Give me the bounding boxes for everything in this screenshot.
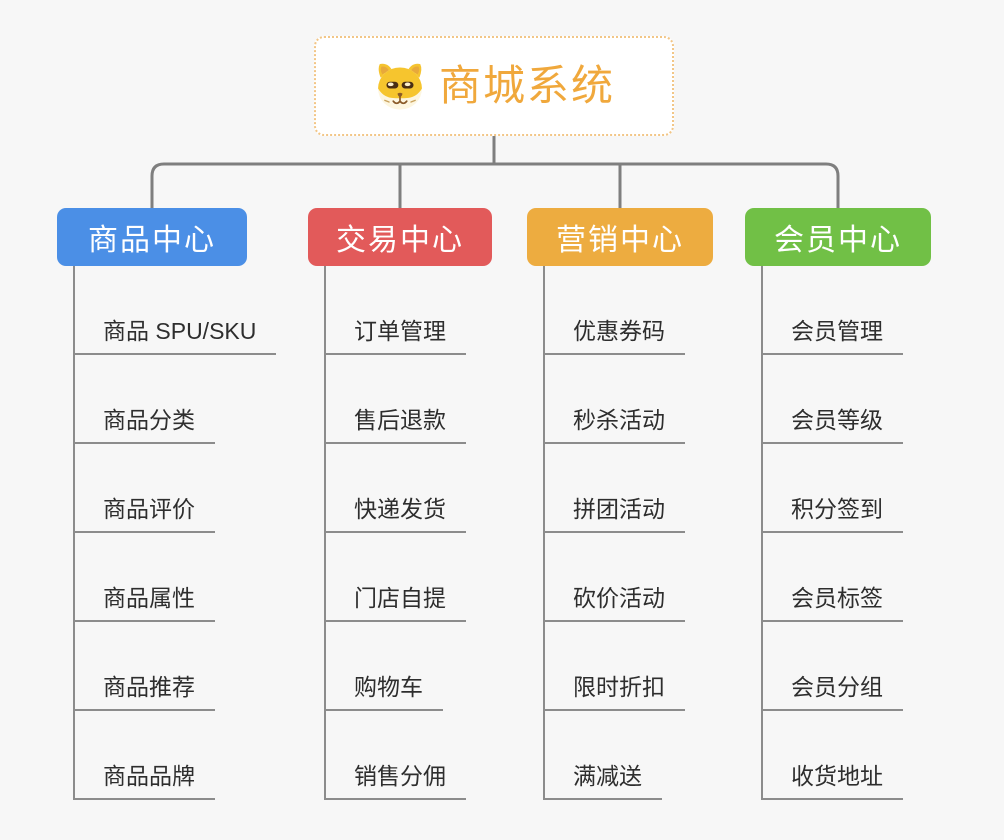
subtopic[interactable]: 商品分类 bbox=[73, 401, 215, 444]
subtopic[interactable]: 会员标签 bbox=[761, 579, 903, 622]
subtopic[interactable]: 快递发货 bbox=[324, 490, 466, 533]
branch-topic[interactable]: 商品中心 bbox=[57, 208, 247, 266]
subtopic[interactable]: 商品推荐 bbox=[73, 668, 215, 711]
subtopic-row: 会员标签 bbox=[761, 533, 931, 622]
subtopic[interactable]: 优惠券码 bbox=[543, 312, 685, 355]
subtopic[interactable]: 会员等级 bbox=[761, 401, 903, 444]
subtopic-row: 快递发货 bbox=[324, 444, 492, 533]
subtopic[interactable]: 商品 SPU/SKU bbox=[73, 312, 277, 355]
branch-topic[interactable]: 交易中心 bbox=[308, 208, 492, 266]
subtopic-row: 拼团活动 bbox=[543, 444, 713, 533]
subtopic-row: 售后退款 bbox=[324, 355, 492, 444]
subtopic-row: 砍价活动 bbox=[543, 533, 713, 622]
subtopic[interactable]: 砍价活动 bbox=[543, 579, 685, 622]
subtopic-row: 门店自提 bbox=[324, 533, 492, 622]
branch: 会员中心 会员管理 会员等级 积分签到 会员标签 会员分组 收货地址 bbox=[745, 208, 931, 800]
subtopic-row: 秒杀活动 bbox=[543, 355, 713, 444]
subtopic[interactable]: 销售分佣 bbox=[324, 757, 466, 800]
subtopic[interactable]: 积分签到 bbox=[761, 490, 903, 533]
subtopic-row: 满减送 bbox=[543, 711, 713, 800]
subtopic-row: 购物车 bbox=[324, 622, 492, 711]
root-topic[interactable]: 商城系统 bbox=[314, 36, 674, 136]
subtopic-row: 商品推荐 bbox=[73, 622, 247, 711]
subtopic[interactable]: 商品评价 bbox=[73, 490, 215, 533]
subtopic[interactable]: 订单管理 bbox=[324, 312, 466, 355]
subtopic[interactable]: 门店自提 bbox=[324, 579, 466, 622]
branch-topic[interactable]: 营销中心 bbox=[527, 208, 713, 266]
branch-topic-label: 营销中心 bbox=[556, 224, 684, 257]
subtopic[interactable]: 会员管理 bbox=[761, 312, 903, 355]
subtopic[interactable]: 收货地址 bbox=[761, 757, 903, 800]
subtopic[interactable]: 拼团活动 bbox=[543, 490, 685, 533]
branch: 交易中心 订单管理 售后退款 快递发货 门店自提 购物车 销售分佣 bbox=[308, 208, 492, 800]
branch-topic-label: 交易中心 bbox=[336, 224, 464, 257]
branch: 营销中心 优惠券码 秒杀活动 拼团活动 砍价活动 限时折扣 满减送 bbox=[527, 208, 713, 800]
branch: 商品中心 商品 SPU/SKU 商品分类 商品评价 商品属性 商品推荐 商品品牌 bbox=[57, 208, 277, 800]
subtopic-row: 商品分类 bbox=[73, 355, 247, 444]
subtopic[interactable]: 秒杀活动 bbox=[543, 401, 685, 444]
subtopic-row: 商品评价 bbox=[73, 444, 247, 533]
root-topic-label: 商城系统 bbox=[438, 62, 615, 109]
subtopic-row: 商品品牌 bbox=[73, 711, 247, 800]
branch-children: 会员管理 会员等级 积分签到 会员标签 会员分组 收货地址 bbox=[761, 266, 931, 800]
branch-children: 优惠券码 秒杀活动 拼团活动 砍价活动 限时折扣 满减送 bbox=[543, 266, 713, 800]
subtopic-row: 收货地址 bbox=[761, 711, 931, 800]
subtopic-row: 销售分佣 bbox=[324, 711, 492, 800]
subtopic-row: 积分签到 bbox=[761, 444, 931, 533]
subtopic[interactable]: 商品品牌 bbox=[73, 757, 215, 800]
branch-topic-label: 商品中心 bbox=[88, 224, 216, 257]
branch-children: 订单管理 售后退款 快递发货 门店自提 购物车 销售分佣 bbox=[324, 266, 492, 800]
subtopic-row: 会员等级 bbox=[761, 355, 931, 444]
dog-face-icon bbox=[378, 63, 422, 110]
subtopic-row: 商品 SPU/SKU bbox=[73, 266, 277, 355]
subtopic-row: 商品属性 bbox=[73, 533, 247, 622]
subtopic[interactable]: 会员分组 bbox=[761, 668, 903, 711]
branch-topic[interactable]: 会员中心 bbox=[745, 208, 931, 266]
subtopic-row: 会员管理 bbox=[761, 266, 931, 355]
subtopic[interactable]: 购物车 bbox=[324, 668, 443, 711]
subtopic-row: 优惠券码 bbox=[543, 266, 713, 355]
subtopic-row: 限时折扣 bbox=[543, 622, 713, 711]
branch-children: 商品 SPU/SKU 商品分类 商品评价 商品属性 商品推荐 商品品牌 bbox=[73, 266, 277, 800]
branch-topic-label: 会员中心 bbox=[774, 224, 902, 257]
subtopic-row: 订单管理 bbox=[324, 266, 492, 355]
subtopic[interactable]: 商品属性 bbox=[73, 579, 215, 622]
subtopic[interactable]: 售后退款 bbox=[324, 401, 466, 444]
subtopic[interactable]: 限时折扣 bbox=[543, 668, 685, 711]
subtopic[interactable]: 满减送 bbox=[543, 757, 662, 800]
subtopic-row: 会员分组 bbox=[761, 622, 931, 711]
